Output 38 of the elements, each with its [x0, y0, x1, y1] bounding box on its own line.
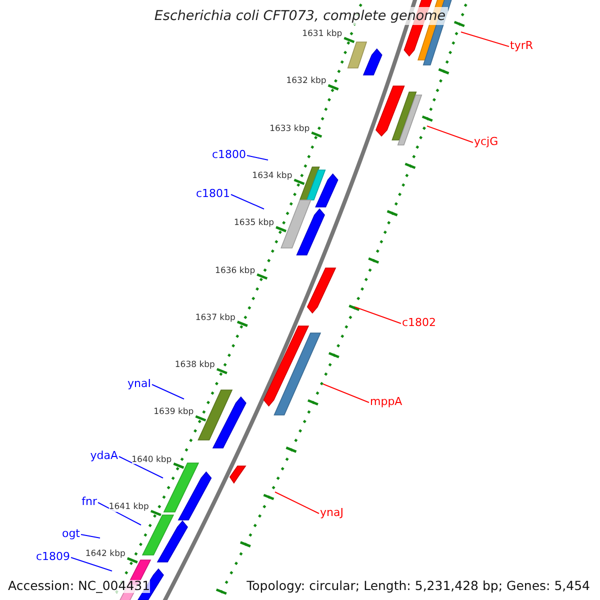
leader-line — [80, 534, 100, 538]
leader-line — [98, 502, 142, 526]
gene-label: c1801 — [196, 188, 230, 199]
scale-label: 1642 kbp — [85, 550, 126, 559]
gene-label: ydaA — [90, 450, 118, 461]
gene-label: mppA — [370, 396, 402, 407]
footer-note: Topology: circular; Length: 5,231,428 bp; Genes: 5,454 — [246, 580, 590, 592]
leader-line — [152, 384, 184, 400]
footer-note: Accession: NC_004431 — [8, 580, 150, 592]
scale-label: 1633 kbp — [270, 124, 310, 134]
gene-label: ogt — [62, 528, 80, 539]
scale-label: 1636 kbp — [215, 266, 256, 275]
gene-label: ynaI — [128, 378, 151, 389]
leader-line — [118, 456, 164, 478]
leader-line — [274, 492, 320, 514]
leader-line — [230, 194, 264, 210]
gene-label: c1809 — [36, 551, 70, 562]
scale-label: 1635 kbp — [234, 219, 274, 228]
leader-line — [70, 557, 112, 572]
leader-line — [460, 32, 510, 47]
leader-line — [426, 126, 474, 143]
scale-label: 1637 kbp — [195, 314, 236, 322]
scale-label: 1638 kbp — [174, 361, 215, 370]
scale-label: 1641 kbp — [108, 503, 149, 512]
leader-line — [322, 384, 370, 403]
gene-label: tyrR — [510, 40, 533, 51]
leader-line — [246, 155, 268, 160]
leader-line — [354, 306, 402, 324]
scale-label: 1639 kbp — [154, 408, 194, 417]
gene-label: c1800 — [212, 149, 246, 160]
gene-label: ycjG — [474, 136, 498, 147]
scale-label: 1632 kbp — [286, 77, 326, 86]
gene-label: fnr — [82, 496, 97, 507]
gene-label: c1802 — [402, 317, 436, 328]
scale-label: 1631 kbp — [302, 30, 342, 38]
scale-label: 1640 kbp — [132, 456, 172, 464]
gene-label: ynaJ — [320, 507, 344, 518]
scale-label: 1634 kbp — [252, 172, 292, 180]
